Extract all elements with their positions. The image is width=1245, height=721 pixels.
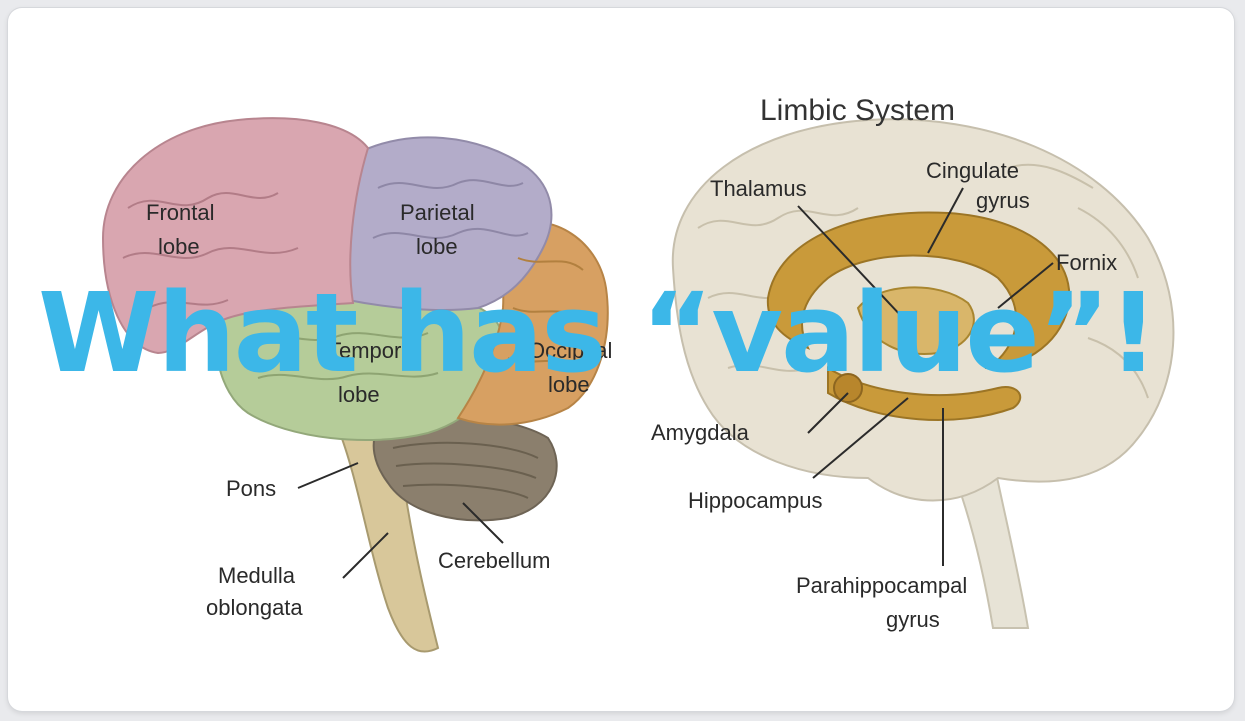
- label-amygdala: Amygdala: [651, 420, 750, 445]
- label-hippocampus: Hippocampus: [688, 488, 823, 513]
- label-thalamus: Thalamus: [710, 176, 807, 201]
- label-cerebellum: Cerebellum: [438, 548, 551, 573]
- label-pons: Pons: [226, 476, 276, 501]
- overlay-heading: What has “value”!: [38, 278, 1228, 388]
- label-limbic-system: Limbic System: [760, 94, 955, 127]
